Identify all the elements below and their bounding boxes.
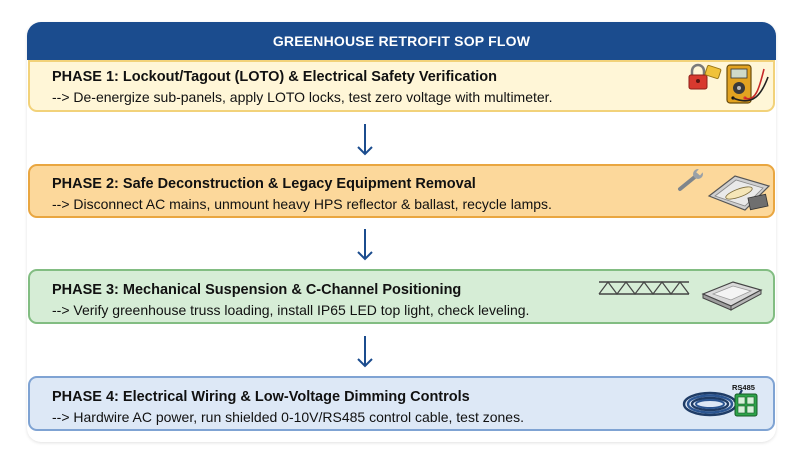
phase-4-description: --> Hardwire AC power, run shielded 0-10…: [52, 409, 524, 425]
phase-2-description: --> Disconnect AC mains, unmount heavy H…: [52, 196, 552, 212]
rs485-terminal-icon: RS485: [731, 383, 763, 419]
phase-2-box: PHASE 2: Safe Deconstruction & Legacy Eq…: [28, 164, 775, 218]
phase-3-title: PHASE 3: Mechanical Suspension & C-Chann…: [52, 282, 462, 298]
flow-arrow-3: [357, 336, 373, 368]
flow-header: GREENHOUSE RETROFIT SOP FLOW: [27, 22, 776, 60]
phase-4-title: PHASE 4: Electrical Wiring & Low-Voltage…: [52, 389, 470, 405]
truss-icon: [598, 281, 690, 295]
rs485-label: RS485: [732, 383, 755, 392]
phase-3-description: --> Verify greenhouse truss loading, ins…: [52, 302, 530, 318]
led-top-light-icon: [701, 281, 763, 311]
hps-reflector-icon: [707, 175, 771, 211]
multimeter-icon: [726, 64, 769, 104]
phase-3-box: PHASE 3: Mechanical Suspension & C-Chann…: [28, 269, 775, 324]
flow-arrow-2: [357, 229, 373, 261]
flow-title: GREENHOUSE RETROFIT SOP FLOW: [272, 33, 531, 49]
phase-1-title: PHASE 1: Lockout/Tagout (LOTO) & Electri…: [52, 69, 498, 85]
flow-arrow-1: [357, 124, 373, 156]
wrench-icon: [678, 168, 704, 191]
phase-1-box: PHASE 1: Lockout/Tagout (LOTO) & Electri…: [28, 60, 775, 112]
phase-2-title: PHASE 2: Safe Deconstruction & Legacy Eq…: [52, 176, 476, 192]
phase-4-box: PHASE 4: Electrical Wiring & Low-Voltage…: [28, 376, 775, 431]
padlock-tag-icon: [688, 63, 722, 90]
phase-1-description: --> De-energize sub-panels, apply LOTO l…: [52, 89, 553, 105]
